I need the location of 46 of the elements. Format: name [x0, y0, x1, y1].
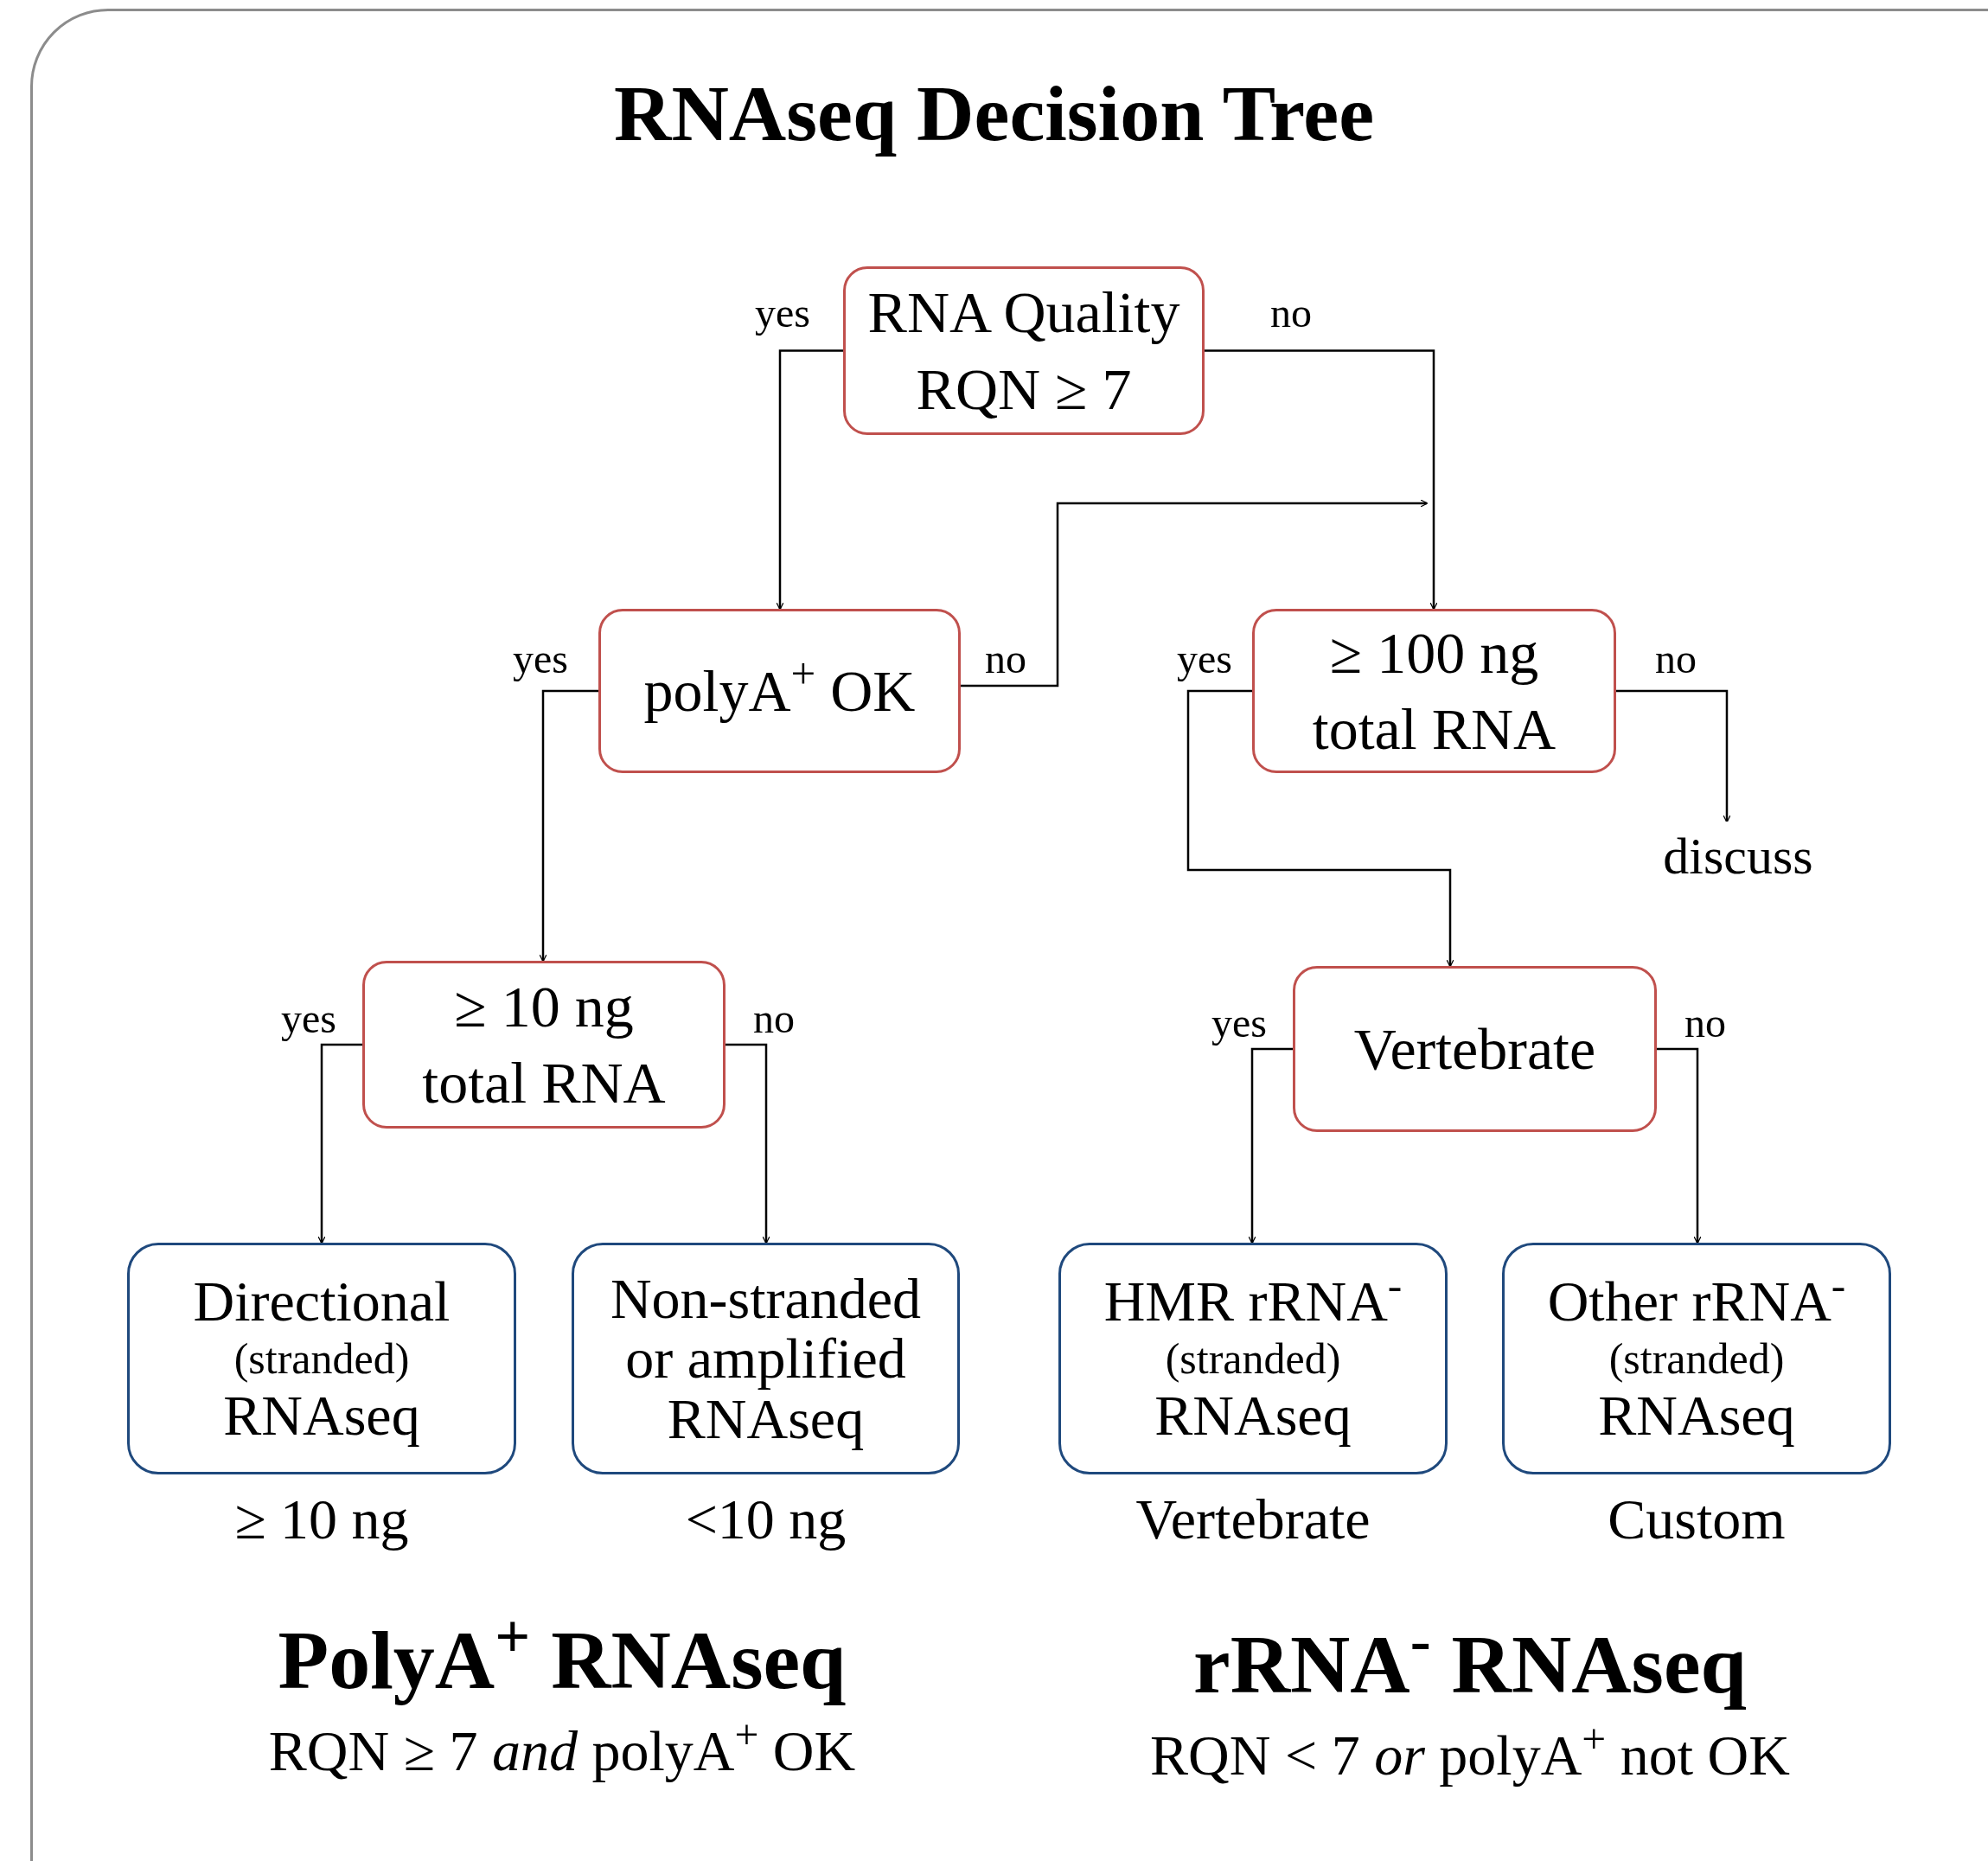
- node-text: Non-stranded or amplified: [609, 1269, 923, 1389]
- node-text: RNA Quality: [867, 278, 1180, 348]
- decision-box: [843, 266, 1205, 435]
- node-text: ≥ 10 ng: [454, 972, 634, 1041]
- node-text: (stranded): [1608, 1333, 1785, 1385]
- node-text: total RNA: [422, 1049, 666, 1117]
- node-text: (stranded): [233, 1333, 410, 1385]
- node-text: RQN ≥ 7: [916, 355, 1132, 424]
- connector-arrow: [776, 349, 843, 611]
- connector-arrow: [961, 499, 1429, 687]
- node-text: total RNA: [1312, 695, 1557, 764]
- node-text: RNAseq: [1154, 1385, 1352, 1446]
- decision-box: [1293, 966, 1657, 1132]
- connector-arrow: [726, 1043, 770, 1244]
- decision-box: [1252, 609, 1616, 773]
- edge-label: yes: [281, 998, 336, 1039]
- node-label: Custom: [1607, 1491, 1787, 1548]
- connector-arrow: [317, 1043, 362, 1244]
- edge-label: no: [1270, 292, 1312, 334]
- node-text: Other rRNA$^{-}$: [1547, 1271, 1846, 1332]
- connector-arrow: [1186, 689, 1454, 968]
- edge-label: no: [985, 638, 1026, 680]
- node-text: RNAseq: [223, 1385, 420, 1446]
- edge-label: yes: [1211, 1002, 1267, 1044]
- connector-arrow: [1616, 689, 1731, 823]
- node-text: Directional: [193, 1271, 451, 1332]
- node-text: discuss: [1663, 830, 1813, 882]
- decision-box: [598, 609, 961, 773]
- connector-arrow: [1248, 1047, 1293, 1244]
- node-text: (stranded): [1165, 1333, 1341, 1385]
- edge-label: yes: [513, 638, 568, 680]
- node-text: polyA$^{+}$ OK: [643, 652, 916, 726]
- node-label: Vertebrate: [1135, 1491, 1371, 1548]
- decision-box: [362, 961, 726, 1129]
- node-text: RNAseq: [1598, 1385, 1795, 1446]
- node-text: ≥ 100 ng: [1329, 618, 1539, 687]
- node-text: Vertebrate: [1353, 1014, 1596, 1084]
- edge-label: yes: [755, 292, 810, 334]
- connector-arrow: [1657, 1047, 1702, 1244]
- edge-label: no: [753, 998, 795, 1039]
- edge-label: yes: [1177, 638, 1232, 680]
- connector-arrow: [1205, 349, 1438, 611]
- connector-arrow: [539, 689, 598, 962]
- edge-label: no: [1655, 638, 1697, 680]
- edge-label: no: [1684, 1002, 1726, 1044]
- node-text: HMR rRNA$^{-}$: [1103, 1271, 1403, 1332]
